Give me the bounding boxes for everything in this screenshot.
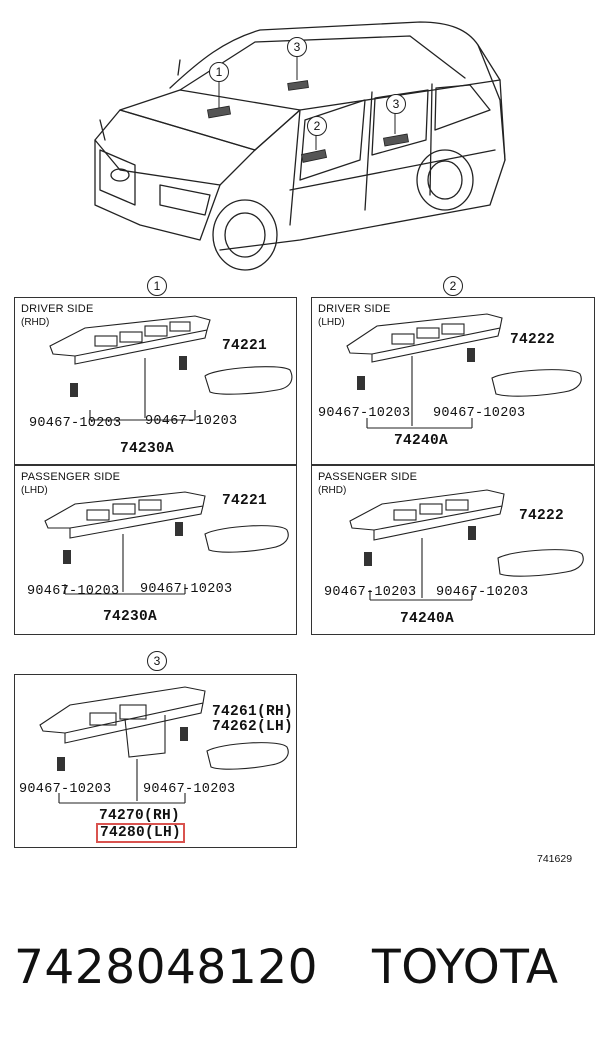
callout-3-car-rear: 3 [386,94,406,114]
clip-left-part-number: 90467-10203 [318,406,411,421]
callout-2-section: 2 [443,276,463,296]
switch-assembly-drawing [349,489,584,601]
switch-assembly-drawing [346,313,582,429]
diagram-reference-number: 741629 [537,853,573,865]
footer-brand: TOYOTA [372,940,559,995]
clip-right-part-number: 90467-10203 [140,582,233,597]
switch-assembly-drawing [39,686,289,804]
panel-title: DRIVER SIDE [21,303,94,315]
cover-part-number: 74221 [222,338,268,354]
callout-1-section: 1 [147,276,167,296]
clip-left-part-number: 90467-10203 [324,585,417,600]
panel-section-3: 74261(RH) 74262(LH) 90467-10203 90467-10… [14,674,297,848]
clip-right-part-number: 90467-10203 [143,782,236,797]
clip-right-part-number: 90467-10203 [145,414,238,429]
footer-part-number: 7428048120 [14,940,319,995]
assembly-part-number: 74240A [400,611,455,627]
panel-driver-rhd: DRIVER SIDE (RHD) 74221 90467-10203 9046… [14,297,297,465]
callout-2-car: 2 [307,116,327,136]
panel-subtitle: (RHD) [318,485,347,496]
panel-title: PASSENGER SIDE [21,471,121,483]
assembly-part-number: 74230A [120,441,175,457]
cover-part-number: 74222 [519,508,565,524]
panel-passenger-rhd: PASSENGER SIDE (RHD) 74222 90467-10203 9… [311,465,595,635]
vehicle-illustration: 1 3 2 3 [0,0,600,280]
panel-subtitle: (RHD) [21,317,50,328]
assembly-part-number: 74230A [103,609,158,625]
cover-rh-part-number: 74261(RH) [212,704,294,720]
clip-right-part-number: 90467-10203 [436,585,529,600]
panel-title: DRIVER SIDE [318,303,391,315]
assembly-rh-part-number: 74270(RH) [99,808,181,824]
panel-driver-lhd: DRIVER SIDE (LHD) 74222 90467-10203 9046… [311,297,595,465]
panel-subtitle: (LHD) [318,317,345,328]
cover-part-number: 74221 [222,493,268,509]
clip-right-part-number: 90467-10203 [433,406,526,421]
clip-left-part-number: 90467-10203 [29,416,122,431]
clip-left-part-number: 90467-10203 [27,584,120,599]
panel-subtitle: (LHD) [21,485,48,496]
callout-3-section: 3 [147,651,167,671]
callout-1-car: 1 [209,62,229,82]
callout-3-car-front: 3 [287,37,307,57]
switch-assembly-drawing [49,315,293,421]
switch-assembly-drawing [44,491,289,595]
assembly-part-number: 74240A [394,433,449,449]
panel-title: PASSENGER SIDE [318,471,418,483]
assembly-lh-part-number-highlighted: 74280(LH) [96,823,186,843]
cover-lh-part-number: 74262(LH) [212,719,294,735]
suv-line-drawing [94,21,506,271]
cover-part-number: 74222 [510,332,556,348]
clip-left-part-number: 90467-10203 [19,782,112,797]
panel-passenger-lhd: PASSENGER SIDE (LHD) 74221 90467-10203 9… [14,465,297,635]
